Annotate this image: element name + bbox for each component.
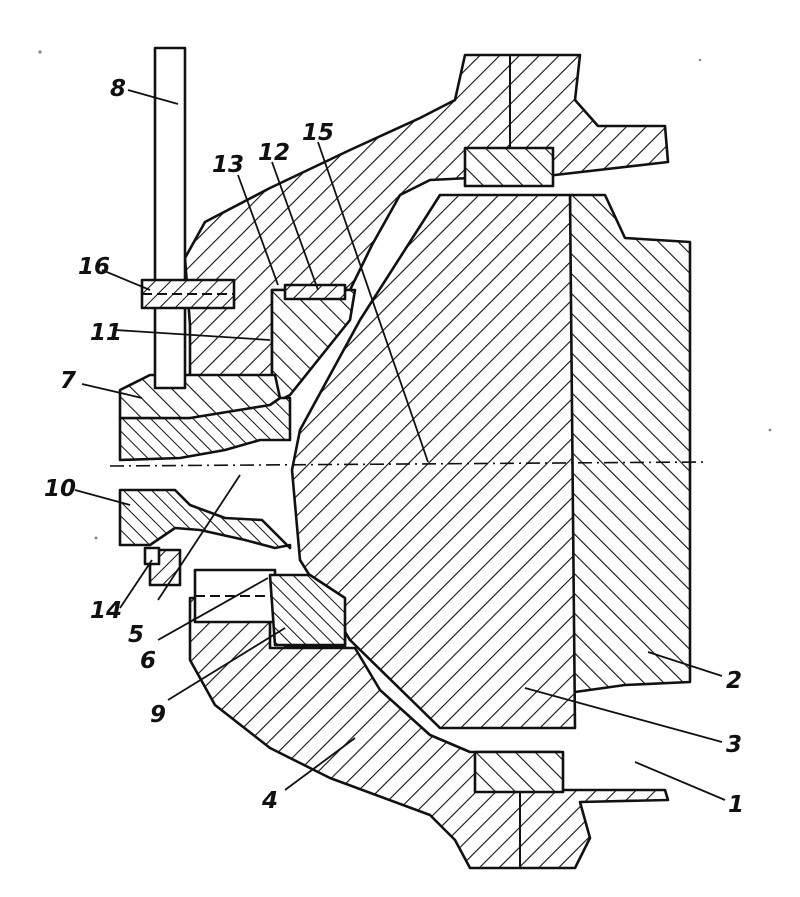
callout-16: 16 — [78, 254, 110, 280]
seal-insert — [285, 285, 345, 299]
scan-speck — [95, 537, 98, 540]
callout-5: 5 — [128, 622, 144, 648]
callout-3: 3 — [726, 732, 742, 758]
callout-6: 6 — [140, 648, 156, 674]
callout-8: 8 — [110, 76, 126, 102]
scan-speck — [769, 429, 772, 432]
scan-speck — [38, 50, 41, 53]
callout-15: 15 — [302, 120, 334, 146]
callout-13: 13 — [212, 152, 244, 178]
callout-1: 1 — [728, 792, 744, 818]
callout-10: 10 — [44, 476, 76, 502]
flange-ring-bottom — [475, 752, 563, 792]
leader-14 — [120, 560, 152, 608]
callout-7: 7 — [60, 368, 76, 394]
callout-14: 14 — [90, 598, 122, 624]
callout-12: 12 — [258, 140, 290, 166]
flange-ring-top — [465, 148, 553, 186]
scan-speck — [699, 59, 702, 62]
callout-4: 4 — [261, 788, 278, 814]
callout-2: 2 — [726, 668, 742, 694]
right-body — [570, 195, 690, 692]
hub-lower — [120, 490, 290, 548]
callout-11: 11 — [90, 320, 122, 346]
callout-9: 9 — [150, 702, 166, 728]
